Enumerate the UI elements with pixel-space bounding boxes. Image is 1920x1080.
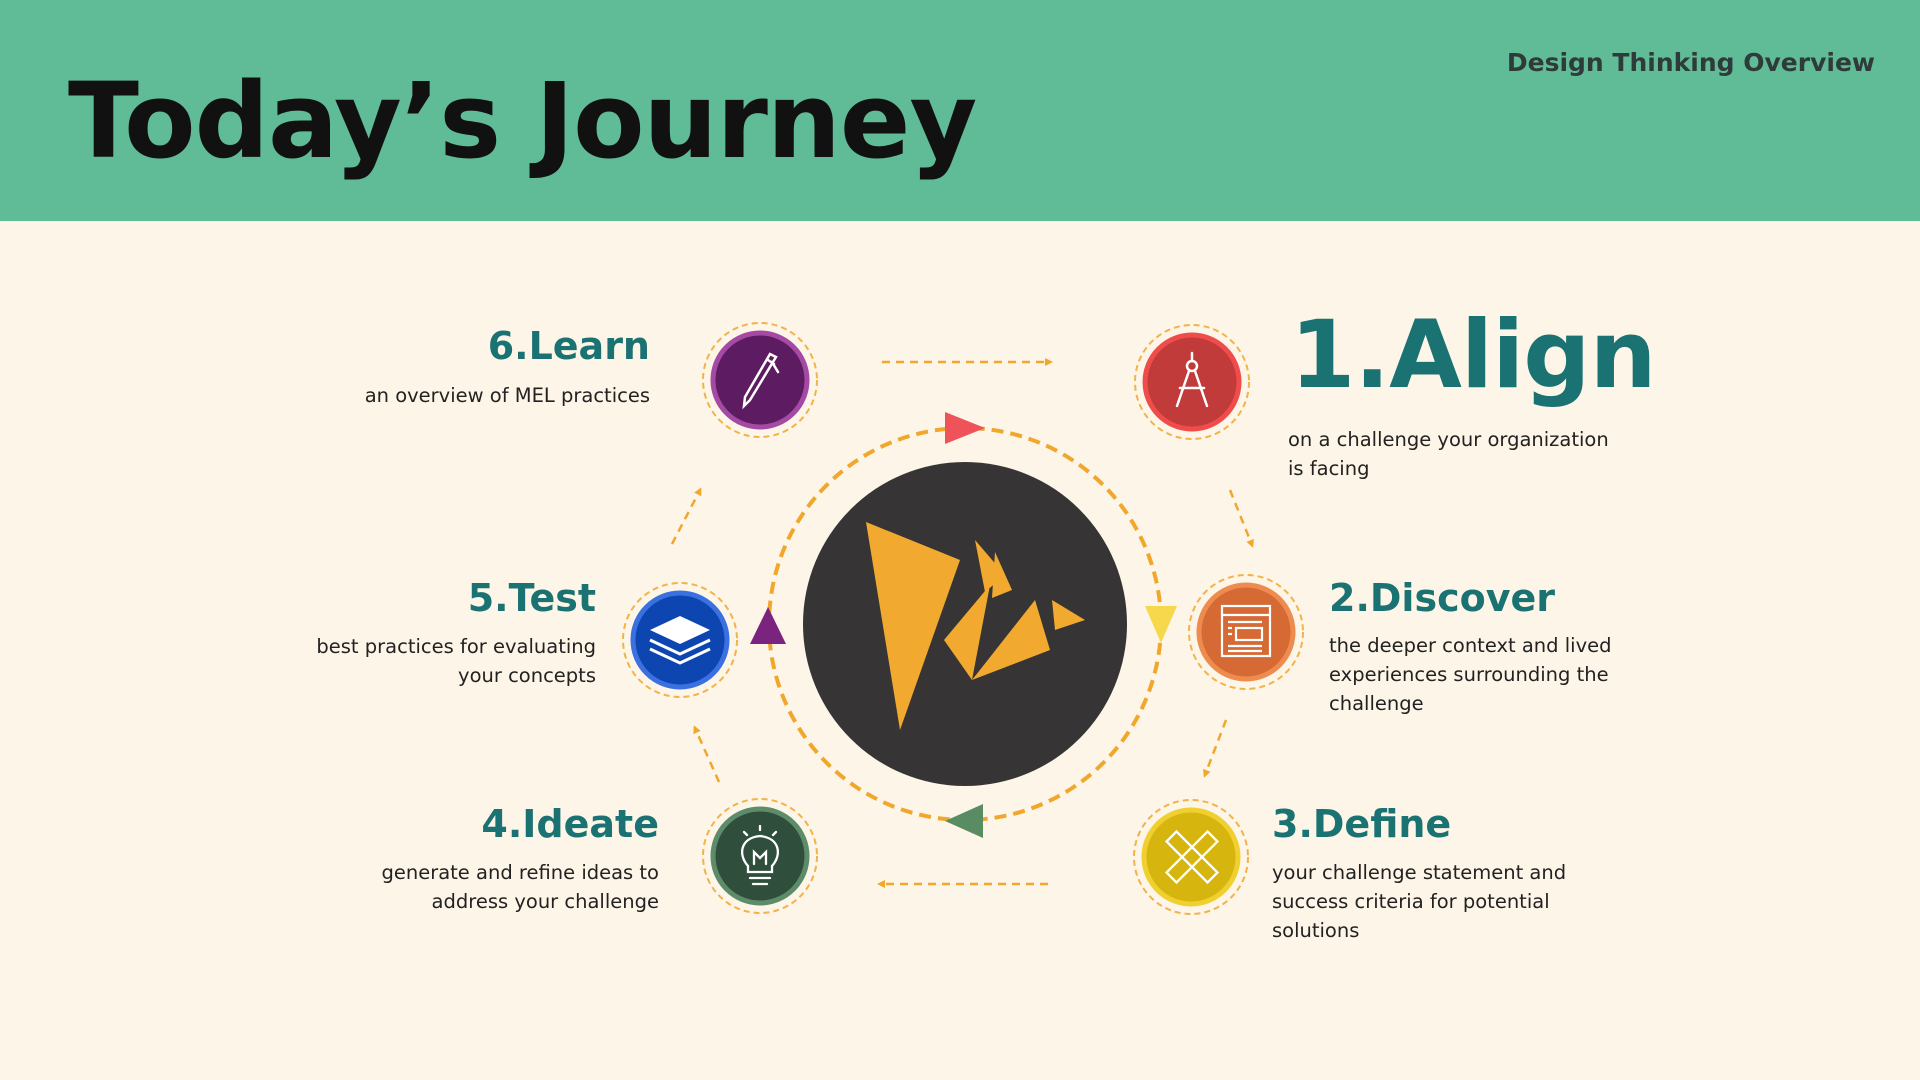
arrow-test-to-learn <box>670 487 702 545</box>
lightbulb-icon <box>740 824 780 886</box>
step-discover-title: 2.Discover <box>1329 576 1555 620</box>
webpage-layout-icon <box>1220 604 1272 658</box>
cycle-triangle-top <box>945 412 985 444</box>
step-align-title: 1.Align <box>1290 301 1657 410</box>
step-test-title: 5.Test <box>467 576 596 620</box>
cycle-triangle-bottom <box>945 804 983 838</box>
header-subtitle: Design Thinking Overview <box>1506 48 1875 77</box>
origami-bird-logo <box>866 522 1085 730</box>
step-test-badge <box>622 582 738 698</box>
ruler-pencil-icon <box>1164 829 1220 885</box>
step-test-desc: best practices for evaluating your conce… <box>316 635 596 687</box>
step-ideate-title: 4.Ideate <box>481 802 659 846</box>
layers-icon <box>649 616 711 665</box>
page-title: Today’s Journey <box>68 60 977 182</box>
header-banner <box>0 0 1920 221</box>
cycle-triangle-right <box>1145 606 1177 643</box>
step-discover-badge <box>1188 574 1304 690</box>
compass-icon <box>1175 351 1209 408</box>
step-ideate-desc: generate and refine ideas to address you… <box>381 861 659 913</box>
step-learn-title: 6.Learn <box>487 324 650 368</box>
step-define-badge <box>1133 799 1249 915</box>
step-learn-badge <box>702 322 818 438</box>
step-align-badge <box>1134 324 1250 440</box>
arrow-align-to-discover <box>1228 489 1254 548</box>
step-define-desc: your challenge statement and success cri… <box>1272 861 1567 942</box>
step-learn-desc: an overview of MEL practices <box>364 384 650 407</box>
arrow-discover-to-define <box>1203 719 1228 778</box>
step-align-desc: on a challenge your organization is faci… <box>1288 428 1609 480</box>
arrow-ideate-to-test <box>693 725 721 783</box>
pen-icon <box>742 352 780 410</box>
step-ideate-badge <box>702 798 818 914</box>
step-discover-desc: the deeper context and lived experiences… <box>1329 634 1612 715</box>
step-define-title: 3.Define <box>1272 802 1452 846</box>
cycle-triangle-left <box>750 607 786 644</box>
